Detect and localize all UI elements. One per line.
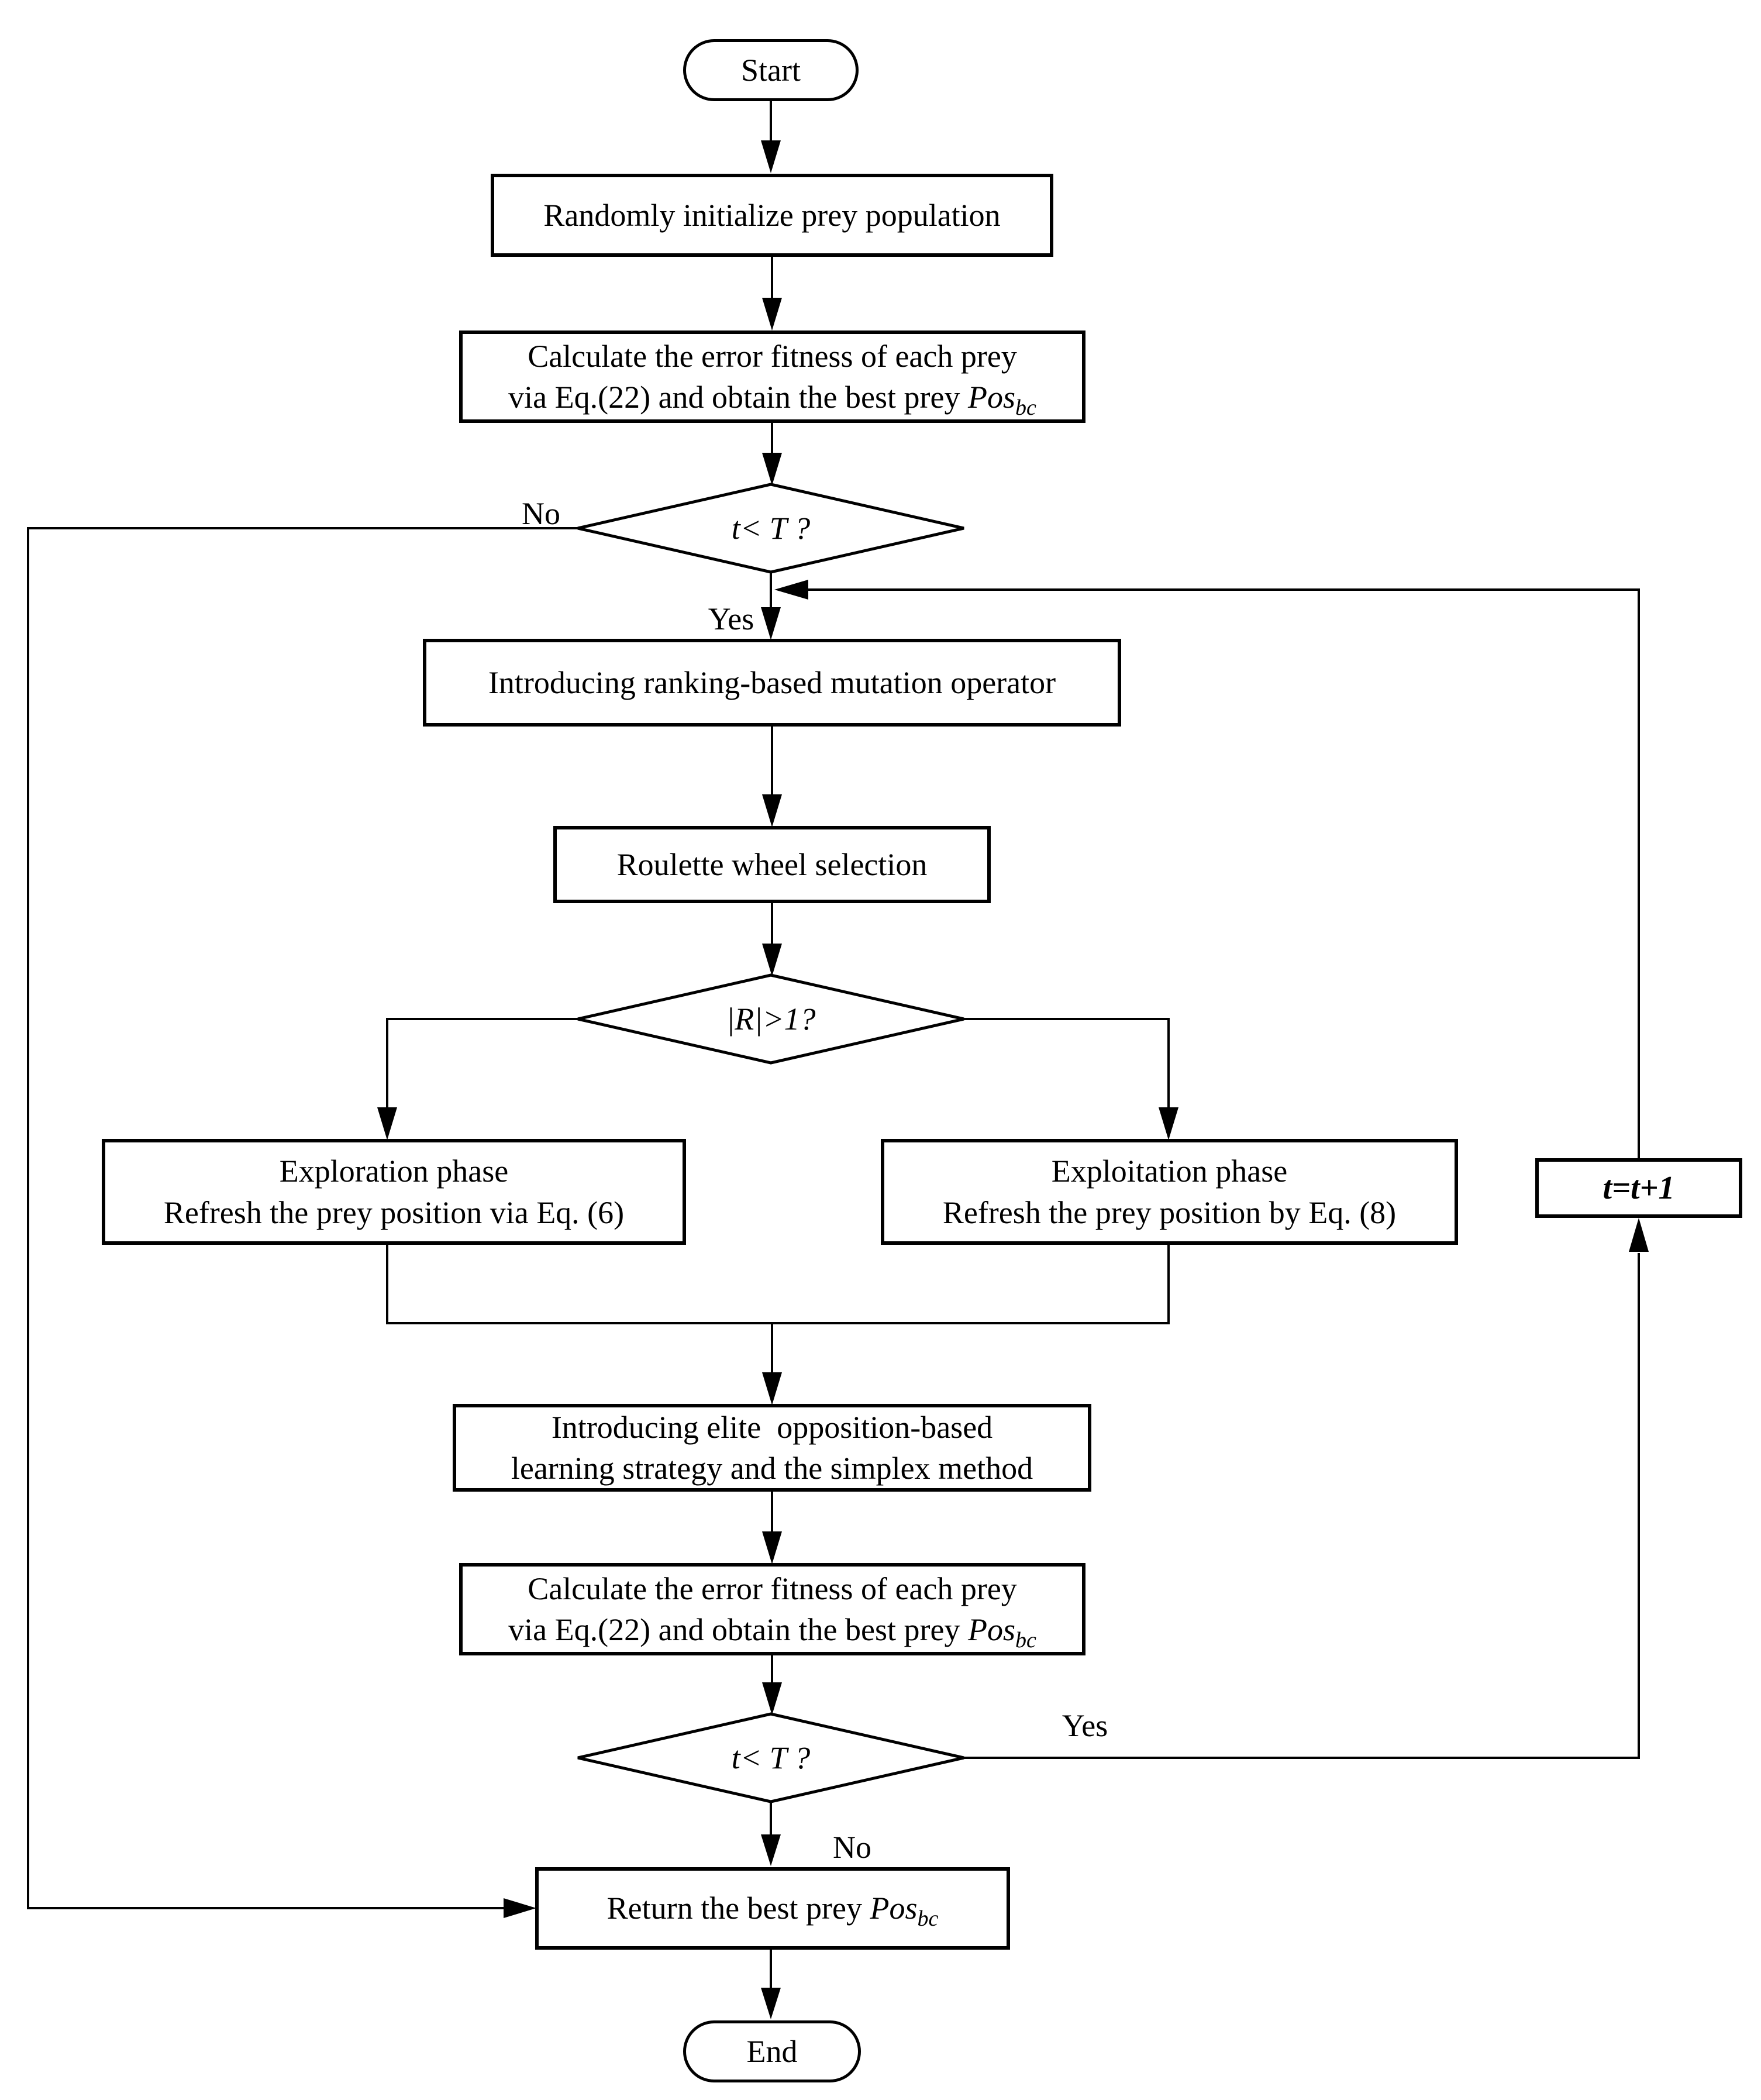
decision2-label: |R|>1? [726,1001,816,1037]
exploration-phase-box: Exploration phase Refresh the prey posit… [102,1139,686,1245]
yes-label-bottom: Yes [1062,1708,1108,1743]
calc1-line1: Calculate the error fitness of each prey [528,338,1017,374]
init-population-box: Randomly initialize prey population [491,174,1053,257]
start-label: Start [741,52,801,88]
arrowhead-into-calc1 [762,298,782,331]
init-label: Randomly initialize prey population [543,197,1001,233]
no-label-bottom: No [833,1830,871,1865]
flow-lines [27,101,1640,1988]
elite-line2: learning strategy and the simplex method [511,1451,1033,1486]
arrowhead-into-calc2 [762,1531,782,1564]
return-label: Return the best prey Posbc [606,1891,939,1932]
arrowhead-into-elite [762,1372,782,1405]
calc2-line2: via Eq.(22) and obtain the best prey Pos… [508,1612,1036,1653]
yes-label-top: Yes [708,601,754,636]
calc-fitness-box-2: Calculate the error fitness of each prey… [459,1563,1085,1655]
pos-subscript: bc [1015,1628,1036,1653]
decision-diamond-r [577,973,964,1065]
mutation-label: Introducing ranking-based mutation opera… [488,665,1056,700]
increment-label: t=t+1 [1603,1169,1675,1206]
end-terminator: End [683,2020,861,2082]
exploration-line1: Exploration phase [279,1154,509,1189]
exploitation-phase-box: Exploitation phase Refresh the prey posi… [881,1139,1458,1245]
elite-learning-box: Introducing elite opposition-based learn… [453,1404,1091,1492]
edge-increment-return-loop [808,588,1640,1158]
edge-no-loop-left [27,527,578,1909]
decision1-label: t< T ? [731,511,811,546]
pos-subscript: bc [1015,395,1036,420]
arrowhead-into-return [761,1834,781,1866]
calc2-line1: Calculate the error fitness of each prey [528,1571,1017,1606]
exploitation-line2: Refresh the prey position by Eq. (8) [942,1194,1397,1230]
arrowhead-into-decision3 [762,1682,782,1715]
arrowhead-loop-into-mainline [774,580,808,600]
arrowhead-into-mutation [761,607,781,640]
edge-yes-loop-right [964,1253,1640,1759]
arrowhead-no-into-return [504,1898,536,1918]
arrowhead-into-init [761,140,781,173]
pos-symbol: Pos [967,1612,1015,1647]
arrowhead-into-roulette [762,794,782,827]
calc-fitness-box-1: Calculate the error fitness of each prey… [459,331,1085,423]
calc1-line2: via Eq.(22) and obtain the best prey Pos… [508,380,1036,420]
pos-symbol: Pos [967,380,1015,415]
decision3-label: t< T ? [731,1740,811,1775]
edge-decision2-exploration [386,1018,578,1107]
mutation-operator-box: Introducing ranking-based mutation opera… [423,639,1121,727]
roulette-label: Roulette wheel selection [616,846,928,882]
end-label: End [746,2033,798,2069]
arrowhead-into-increment [1629,1218,1649,1252]
arrowhead-into-decision2 [762,944,782,976]
exploration-line2: Refresh the prey position via Eq. (6) [163,1194,625,1230]
arrowhead-into-exploitation [1159,1107,1178,1140]
elite-line1: Introducing elite opposition-based [551,1409,993,1445]
edge-decision2-exploitation [964,1018,1170,1107]
arrowhead-into-end [761,1988,781,2019]
roulette-selection-box: Roulette wheel selection [553,826,991,903]
exploitation-line1: Exploitation phase [1051,1154,1288,1189]
start-terminator: Start [683,39,859,101]
arrowhead-into-decision1 [762,453,782,486]
increment-box: t=t+1 [1535,1158,1742,1218]
no-label-top: No [522,496,560,531]
return-best-prey-box: Return the best prey Posbc [535,1867,1010,1950]
pos-symbol: Pos [870,1891,918,1926]
arrowhead-into-exploration [377,1107,397,1140]
pos-subscript: bc [917,1906,939,1932]
arrowheads [377,140,1649,2019]
